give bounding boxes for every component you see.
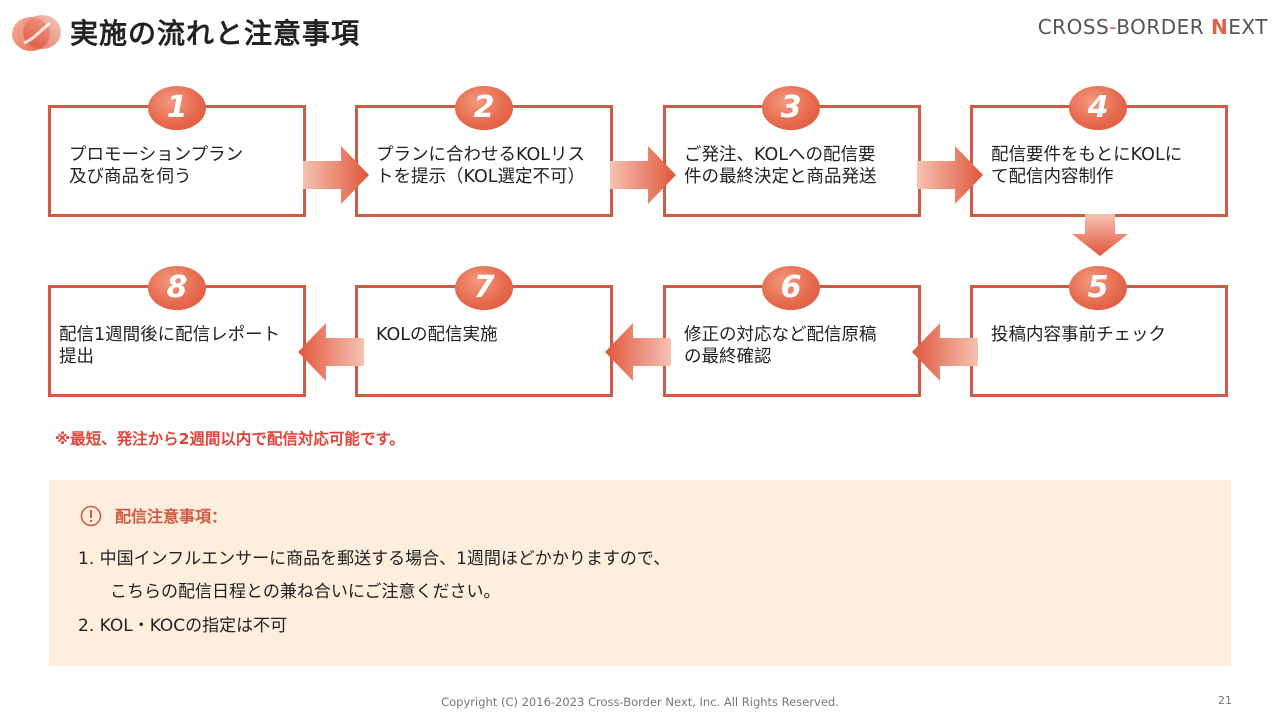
- warning-icon: [80, 505, 102, 527]
- arrow-left-icon: [605, 323, 671, 381]
- notice-item-2: 2. KOL・KOCの指定は不可: [78, 616, 288, 636]
- step-7-text: KOLの配信実施: [376, 325, 498, 345]
- page-title: 実施の流れと注意事項: [70, 17, 361, 50]
- step-1-text: プロモーションプラン 及び商品を伺う: [69, 145, 244, 187]
- arrow-left-icon: [298, 323, 364, 381]
- brand-wordmark: CROSS-BORDER NEXT: [1037, 15, 1268, 39]
- lead-time-note: ※最短、発注から2週間以内で配信対応可能です。: [55, 430, 405, 448]
- page-number: 21: [1218, 694, 1232, 707]
- step-8-box: 配信1週間後に配信レポート 提出: [48, 285, 306, 397]
- step-2-badge: 2: [455, 86, 513, 130]
- step-3-text: ご発注、KOLへの配信要 件の最終決定と商品発送: [684, 145, 877, 187]
- step-8-badge: 8: [148, 266, 206, 310]
- step-1-badge: 1: [148, 86, 206, 130]
- copyright-text: Copyright (C) 2016-2023 Cross-Border Nex…: [441, 695, 839, 709]
- brand-logo-icon: [12, 15, 61, 51]
- step-2-box: プランに合わせるKOLリス トを提示（KOL選定不可）: [355, 105, 613, 217]
- arrow-right-icon: [917, 146, 983, 204]
- step-5-text: 投稿内容事前チェック: [991, 325, 1166, 345]
- arrow-left-icon: [912, 323, 978, 381]
- notice-title: 配信注意事項：: [115, 507, 228, 526]
- step-8-text: 配信1週間後に配信レポート 提出: [59, 325, 281, 367]
- arrow-right-icon: [303, 146, 369, 204]
- notice-item-1: 1. 中国インフルエンサーに商品を郵送する場合、1週間ほどかかりますので、: [78, 549, 671, 569]
- step-6-box: 修正の対応など配信原稿 の最終確認: [663, 285, 921, 397]
- notice-box: 配信注意事項： 1. 中国インフルエンサーに商品を郵送する場合、1週間ほどかかり…: [49, 480, 1231, 666]
- step-2-text: プランに合わせるKOLリス トを提示（KOL選定不可）: [376, 145, 586, 187]
- step-5-badge: 5: [1069, 266, 1127, 310]
- step-4-text: 配信要件をもとにKOLに て配信内容制作: [991, 145, 1183, 187]
- step-6-badge: 6: [762, 266, 820, 310]
- step-7-badge: 7: [455, 266, 513, 310]
- notice-item-1-continued: こちらの配信日程との兼ね合いにご注意ください。: [110, 582, 501, 602]
- arrow-down-icon: [1072, 214, 1128, 256]
- step-3-badge: 3: [762, 86, 820, 130]
- step-6-text: 修正の対応など配信原稿 の最終確認: [684, 325, 877, 367]
- step-4-badge: 4: [1069, 86, 1127, 130]
- arrow-right-icon: [610, 146, 676, 204]
